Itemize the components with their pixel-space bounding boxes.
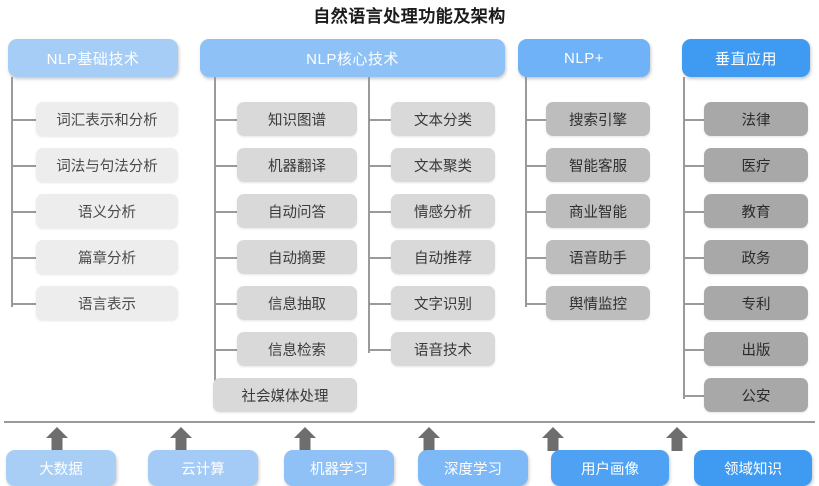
connector-stub: [214, 211, 238, 213]
connector-stub: [214, 165, 238, 167]
connector-trunk-col4: [683, 77, 685, 399]
leaf-box[interactable]: 自动问答: [237, 194, 357, 228]
connector-stub: [683, 257, 705, 259]
up-arrow-icon: [416, 426, 442, 452]
connector-trunk-col2-right: [368, 77, 370, 353]
leaf-box[interactable]: 词法与句法分析: [36, 148, 178, 182]
connector-stub: [11, 165, 37, 167]
connector-stub: [683, 211, 705, 213]
column-header-nlp-plus[interactable]: NLP+: [518, 39, 650, 77]
connector-stub: [525, 211, 547, 213]
connector-stub: [683, 303, 705, 305]
leaf-box[interactable]: 语音助手: [546, 240, 650, 274]
leaf-box[interactable]: 语言表示: [36, 286, 178, 320]
up-arrow-icon: [168, 426, 194, 452]
leaf-box[interactable]: 信息抽取: [237, 286, 357, 320]
foundation-box-deep-learning[interactable]: 深度学习: [418, 450, 528, 486]
leaf-box[interactable]: 信息检索: [237, 332, 357, 366]
connector-stub: [214, 257, 238, 259]
page-title: 自然语言处理功能及架构: [313, 7, 506, 26]
connector-stub: [368, 211, 392, 213]
connector-stub: [368, 119, 392, 121]
connector-stub: [525, 119, 547, 121]
connector-stub: [11, 257, 37, 259]
leaf-box[interactable]: 出版: [704, 332, 808, 366]
leaf-box[interactable]: 搜索引擎: [546, 102, 650, 136]
leaf-box[interactable]: 文字识别: [391, 286, 495, 320]
connector-stub: [683, 165, 705, 167]
connector-stub: [368, 349, 392, 351]
leaf-box[interactable]: 机器翻译: [237, 148, 357, 182]
leaf-box[interactable]: 舆情监控: [546, 286, 650, 320]
leaf-box[interactable]: 情感分析: [391, 194, 495, 228]
leaf-box[interactable]: 医疗: [704, 148, 808, 182]
connector-trunk-col1: [11, 77, 13, 307]
foundation-divider: [4, 421, 815, 423]
column-header-vertical-application[interactable]: 垂直应用: [682, 39, 810, 77]
column-header-nlp-basic[interactable]: NLP基础技术: [8, 39, 178, 77]
connector-stub: [11, 303, 37, 305]
leaf-box[interactable]: 词汇表示和分析: [36, 102, 178, 136]
connector-stub: [525, 165, 547, 167]
leaf-box[interactable]: 商业智能: [546, 194, 650, 228]
leaf-box[interactable]: 语义分析: [36, 194, 178, 228]
leaf-box[interactable]: 公安: [704, 378, 808, 412]
leaf-box[interactable]: 文本聚类: [391, 148, 495, 182]
leaf-box[interactable]: 篇章分析: [36, 240, 178, 274]
leaf-box[interactable]: 教育: [704, 194, 808, 228]
leaf-box[interactable]: 文本分类: [391, 102, 495, 136]
up-arrow-icon: [292, 426, 318, 452]
connector-trunk-col3: [525, 77, 527, 307]
connector-stub: [368, 303, 392, 305]
connector-stub: [11, 211, 37, 213]
connector-stub: [525, 257, 547, 259]
leaf-box[interactable]: 自动摘要: [237, 240, 357, 274]
up-arrow-icon: [664, 426, 690, 452]
connector-stub: [214, 119, 238, 121]
connector-stub: [11, 119, 37, 121]
leaf-box[interactable]: 政务: [704, 240, 808, 274]
connector-stub: [683, 395, 705, 397]
leaf-box[interactable]: 专利: [704, 286, 808, 320]
connector-stub: [368, 257, 392, 259]
leaf-box[interactable]: 自动推荐: [391, 240, 495, 274]
connector-stub: [683, 349, 705, 351]
foundation-box-machine-learning[interactable]: 机器学习: [284, 450, 394, 486]
up-arrow-icon: [540, 426, 566, 452]
column-header-nlp-core[interactable]: NLP核心技术: [200, 39, 505, 77]
foundation-box-big-data[interactable]: 大数据: [6, 450, 116, 486]
leaf-box[interactable]: 社会媒体处理: [213, 378, 357, 412]
connector-stub: [683, 119, 705, 121]
foundation-box-cloud-computing[interactable]: 云计算: [148, 450, 258, 486]
up-arrow-icon: [44, 426, 70, 452]
leaf-box[interactable]: 知识图谱: [237, 102, 357, 136]
foundation-box-user-profile[interactable]: 用户画像: [551, 450, 669, 486]
connector-stub: [214, 303, 238, 305]
leaf-box[interactable]: 智能客服: [546, 148, 650, 182]
connector-trunk-col2-left: [214, 77, 216, 399]
connector-stub: [525, 303, 547, 305]
leaf-box[interactable]: 语音技术: [391, 332, 495, 366]
foundation-box-domain-knowledge[interactable]: 领域知识: [694, 450, 812, 486]
leaf-box[interactable]: 法律: [704, 102, 808, 136]
connector-stub: [214, 349, 238, 351]
connector-stub: [368, 165, 392, 167]
